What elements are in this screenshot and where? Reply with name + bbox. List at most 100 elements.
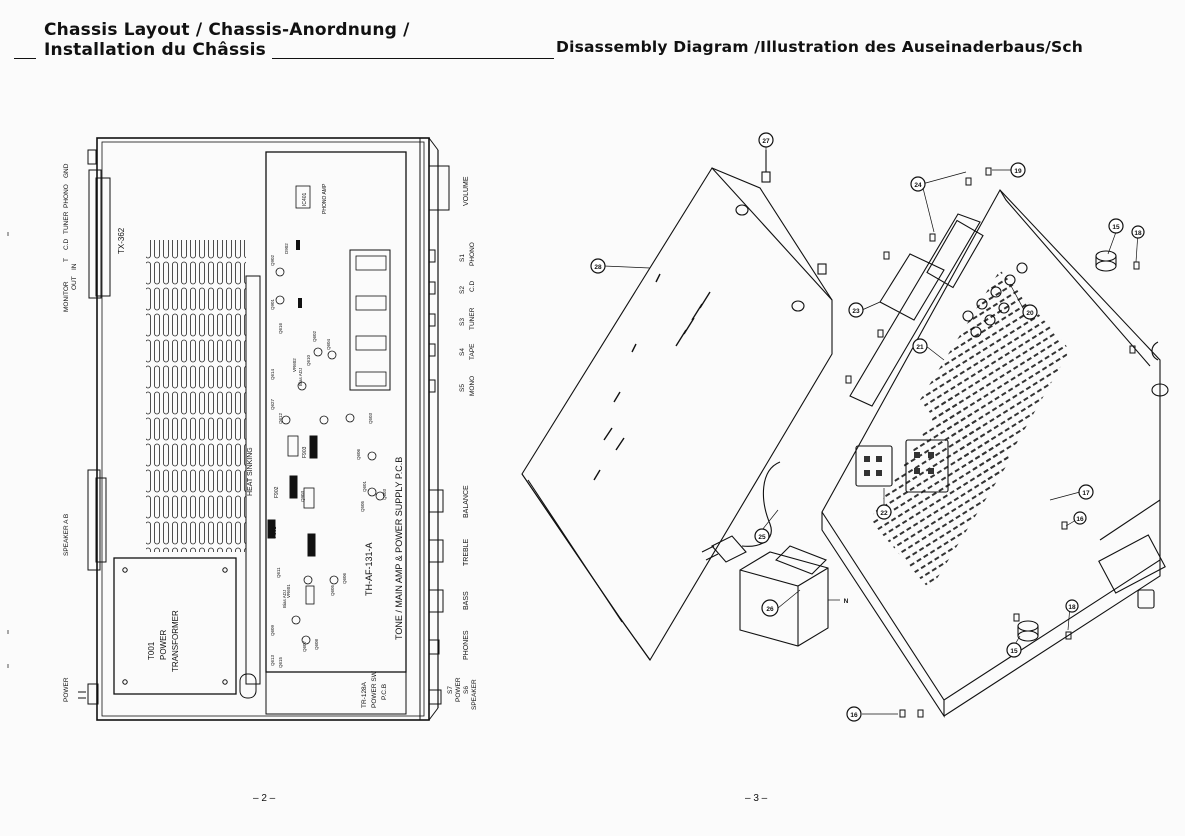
ref-q603: Q603 [382,488,387,500]
transformer-26 [739,551,829,647]
label-t: T [63,258,70,262]
callout-18a-text: 18 [1134,230,1142,237]
label-s2: S2 [459,286,466,294]
callout-28-text: 28 [594,264,602,271]
label-ic401: IC401 [302,192,308,206]
treble-knob [428,539,444,563]
ref-q503: Q503 [368,412,373,424]
label-gnd: GND [63,163,70,178]
callout-n-text: N [844,598,849,605]
ref-q608: Q608 [314,638,319,650]
callout-15a [1108,218,1124,234]
power-sw-pcb [265,671,407,715]
disassembly-diagram [521,146,1169,718]
ref-q612: Q612 [278,412,283,424]
ref-q614: Q614 [270,368,275,380]
ref-q605: Q605 [330,584,335,596]
callout-25 [754,528,770,544]
ref-q613: Q613 [270,654,275,666]
callout-19 [1010,162,1026,178]
ref-q505: Q505 [360,500,365,512]
label-s2-cd: C.D [469,281,476,293]
fuse-f903 [309,435,318,459]
label-f901: F901 [272,526,278,538]
speaker-terminal-block-2 [905,439,949,493]
power-switch [428,689,442,705]
callout-16a [1073,511,1087,525]
callout-23-text: 23 [852,308,860,315]
speaker-terminals [87,469,101,571]
label-balance: BALANCE [463,485,470,518]
callout-16b [846,706,862,722]
label-tr128a: TR-128A [361,681,368,708]
callout-21-text: 21 [916,344,924,351]
ref-q902: Q902 [270,254,275,266]
label-power-rear: POWER [63,677,70,702]
callout-22-text: 22 [880,510,888,517]
callout-21 [912,338,928,354]
callout-17-text: 17 [1082,490,1090,497]
label-bias-adj-2: Bias ADJ [282,590,287,608]
label-s7-power: POWER [455,677,462,702]
page-number-right: – 3 – [745,793,768,804]
label-phones: PHONES [463,630,470,660]
label-t001: T001 [147,641,156,660]
balance-knob [428,489,444,513]
callout-15b [1006,642,1022,658]
chassis-layout [78,137,450,721]
phones-jack [428,639,440,655]
label-board-title: TONE / MAIN AMP & POWER SUPPLY P.C.B [394,457,404,640]
callout-28 [590,258,606,274]
panel-23 [879,253,945,321]
selector-switch-block [349,249,391,391]
title-disassembly-diagram: Disassembly Diagram /Illustration des Au… [556,38,1084,56]
ref-q606: Q606 [342,572,347,584]
callout-18b-text: 18 [1068,604,1076,611]
ref-vr601: VR601 [286,584,291,598]
callout-15b-text: 15 [1010,648,1018,655]
label-treble: TREBLE [463,538,470,566]
speaker-terminal-block [855,445,893,487]
label-transformer: TRANSFORMER [171,610,180,672]
volume-knob [428,165,450,211]
label-board-name: TH-AF-131-A [364,542,374,596]
callout-26-text: 26 [766,606,774,613]
label-s4: S4 [459,348,466,356]
label-cd: C.D [63,239,70,251]
label-s7: S7 [447,686,454,694]
label-s6: S6 [463,686,470,694]
ref-d902: D902 [284,243,289,254]
power-cord-entry [87,683,99,705]
callout-17 [1078,484,1094,500]
callout-18a [1131,225,1145,239]
label-speaker: SPEAKER A B [63,514,70,556]
label-tx362: TX-362 [117,227,126,254]
label-pcb: P.C.B [381,684,388,700]
callout-20-text: 20 [1026,310,1034,317]
label-in: IN [71,263,78,270]
title-rule-middle [272,58,554,59]
callout-20 [1022,304,1038,320]
ref-q903: Q903 [300,490,305,502]
callout-16b-text: 16 [850,712,858,719]
ref-q607: Q607 [302,640,307,652]
label-s6-speaker: SPEAKER [471,679,478,710]
callout-25-text: 25 [758,534,766,541]
ref-q611: Q611 [276,567,281,578]
fuse-f501 [307,533,316,557]
callout-27 [758,132,774,148]
label-s1-phono: PHONO [469,242,476,266]
ref-vr602: VR602 [292,358,297,372]
callout-22 [876,504,892,520]
title-rule-left [14,58,36,59]
label-volume: VOLUME [463,176,470,206]
fuse-f901 [267,519,276,539]
callout-23 [848,302,864,318]
label-heat-sinking: HEAT SINKING [247,447,254,496]
label-tuner: TUNER [63,211,70,234]
label-bias-adj-1: Bias ADJ [298,368,303,386]
label-f902: F902 [274,486,280,498]
ref-q604: Q604 [326,338,331,350]
ref-q609: Q609 [270,624,275,636]
ref-q901: Q901 [270,298,275,310]
